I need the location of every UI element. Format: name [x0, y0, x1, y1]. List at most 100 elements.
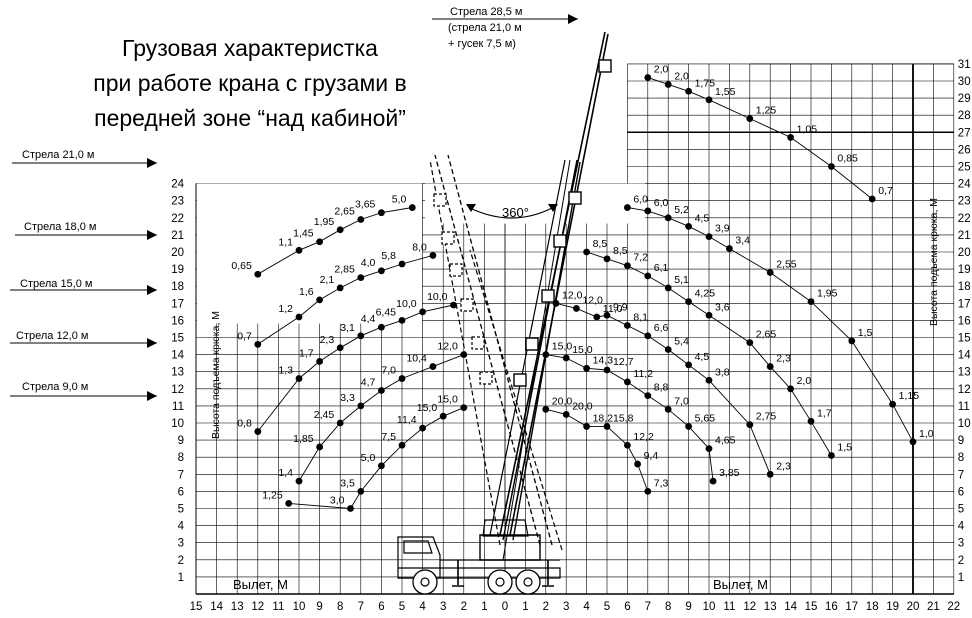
load-point: [408, 204, 416, 211]
left-y-tick: 9: [178, 435, 184, 447]
x-tick-right: 19: [886, 601, 899, 613]
right-y-tick: 19: [958, 264, 971, 276]
load-label: 15,0: [437, 394, 458, 406]
load-point: [624, 378, 631, 386]
left-y-tick: 15: [171, 333, 184, 345]
boom-label-12: Стрела 12,0 м: [16, 330, 89, 342]
right-y-tick: 8: [958, 452, 964, 464]
load-label: 1,4: [278, 467, 293, 479]
center-mask: [425, 183, 645, 224]
right-y-tick: 1: [958, 572, 964, 584]
x-tick-right: 14: [784, 601, 797, 613]
load-point: [460, 351, 468, 358]
load-label: 1,7: [817, 407, 832, 419]
left-y-tick: 20: [171, 247, 184, 259]
load-label: 1,55: [715, 86, 736, 98]
load-point: [644, 392, 652, 400]
right-y-tick: 10: [958, 418, 971, 430]
load-label: 8,5: [593, 238, 608, 250]
load-point: [378, 323, 385, 331]
x-tick-right: 18: [866, 601, 879, 613]
right-y-tick: 13: [958, 367, 971, 379]
title-line-3: передней зоне “над кабиной”: [94, 105, 406, 131]
wheel-hub: [495, 577, 505, 587]
load-label: 6,1: [654, 262, 669, 274]
load-label: 8,8: [654, 382, 669, 394]
load-label: 0,7: [878, 185, 893, 197]
load-label: 1,75: [695, 77, 716, 89]
crane-part: [502, 159, 571, 561]
right-y-tick: 21: [958, 230, 971, 242]
load-label: 15,0: [417, 402, 438, 414]
top-boom-label-3: + гусек 7,5 м): [448, 38, 516, 50]
load-point: [624, 441, 631, 449]
load-curve: [586, 251, 832, 456]
x-tick-right: 15: [805, 601, 818, 613]
top-boom-label-2: (стрела 21,0 м: [448, 22, 522, 34]
load-point: [378, 209, 385, 217]
load-point: [552, 299, 560, 307]
load-label: 3,4: [735, 235, 750, 247]
load-label: 5,8: [381, 250, 396, 262]
load-point: [316, 443, 323, 451]
load-point: [746, 339, 754, 347]
left-y-tick: 6: [178, 486, 184, 498]
load-point: [624, 204, 631, 211]
hook-block-dashed: [460, 298, 474, 312]
load-label: 1,45: [293, 228, 314, 240]
right-y-tick: 14: [958, 350, 971, 362]
load-point: [828, 163, 835, 170]
x-tick-left: 5: [399, 601, 405, 613]
load-label: 2,3: [320, 334, 335, 346]
left-y-tick: 12: [171, 384, 184, 396]
rotation-label: 360°: [502, 205, 529, 220]
load-label: 4,25: [695, 288, 716, 300]
left-y-tick: 19: [171, 264, 184, 276]
left-y-tick: 8: [178, 452, 184, 464]
load-point: [357, 488, 365, 495]
right-y-tick: 6: [958, 486, 964, 498]
x-tick-right: 5: [604, 601, 610, 613]
right-y-tick: 20: [958, 247, 971, 259]
load-label: 8,5: [613, 245, 628, 257]
load-label: 2,3: [776, 353, 791, 365]
crane-part: [403, 540, 433, 554]
load-point: [439, 412, 447, 420]
load-point: [705, 311, 713, 319]
crane-part: [397, 536, 441, 579]
load-point: [429, 252, 437, 259]
load-point: [542, 405, 550, 413]
load-label: 2,3: [776, 460, 791, 472]
load-point: [347, 505, 354, 512]
load-label: 11,4: [397, 414, 417, 426]
load-point: [603, 423, 611, 430]
crane-part: [509, 33, 609, 536]
load-point: [787, 134, 794, 141]
load-label: 1,05: [797, 123, 818, 135]
x-tick-right: 21: [927, 601, 940, 613]
load-point: [254, 340, 262, 348]
load-point: [378, 387, 385, 394]
load-label: 5,0: [392, 194, 407, 206]
load-point: [583, 423, 590, 430]
boom-label-15: Стрела 15,0 м: [20, 278, 93, 290]
arrow-head: [147, 230, 157, 240]
x-tick-left: 10: [293, 601, 306, 613]
right-y-tick: 12: [958, 384, 971, 396]
x-tick-left: 2: [461, 601, 467, 613]
load-label: 1,95: [817, 288, 838, 300]
hook-block: [553, 234, 567, 248]
x-tick-left: 12: [251, 601, 264, 613]
crane-part: [502, 159, 578, 541]
left-y-tick: 1: [178, 572, 184, 584]
crane-part: [479, 534, 541, 561]
load-point: [542, 351, 550, 358]
load-label: 2,0: [674, 70, 689, 82]
load-point: [316, 296, 323, 304]
load-label: 1,25: [756, 105, 777, 117]
crane-part: [469, 249, 563, 551]
left-y-tick: 2: [178, 555, 184, 567]
load-point: [295, 375, 303, 382]
